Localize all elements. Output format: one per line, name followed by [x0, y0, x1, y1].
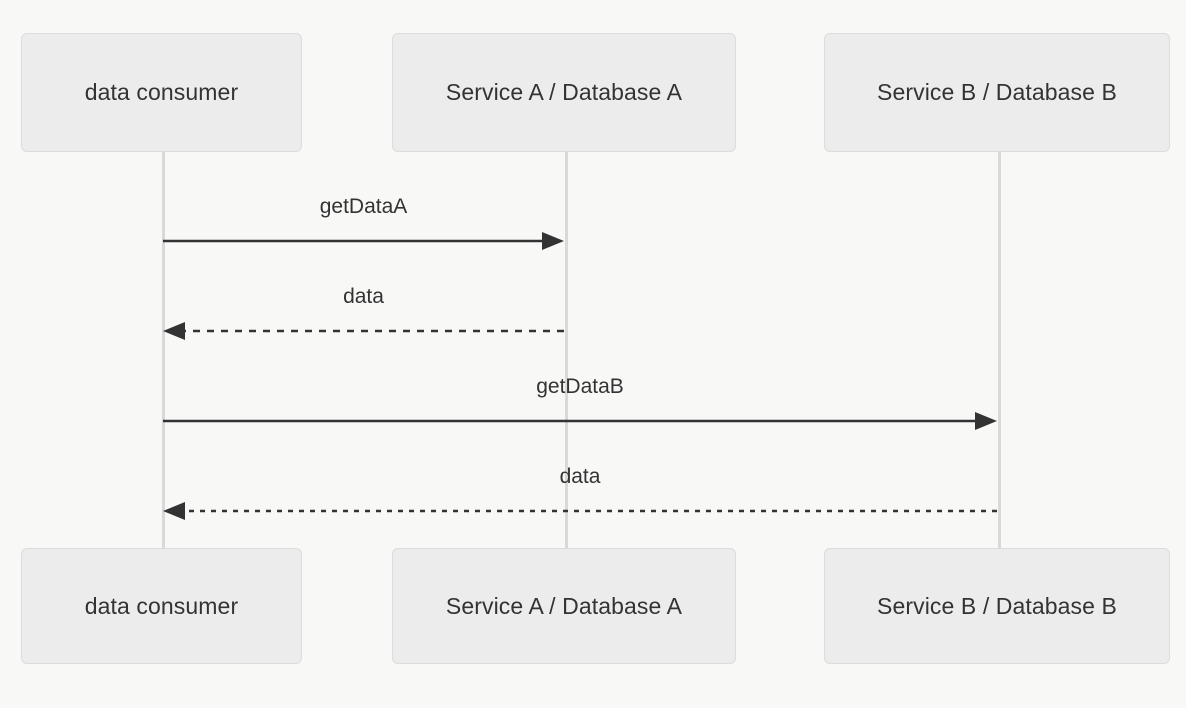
message-arrow-get-data-a [163, 232, 564, 250]
message-arrow-data-b-return [163, 502, 997, 520]
participant-label-bottom-data-consumer: data consumer [84, 592, 239, 619]
lifeline-service-b [998, 151, 1001, 551]
lifeline-data-consumer [162, 151, 165, 551]
message-arrow-get-data-b [163, 412, 997, 430]
participant-box-top-data-consumer[interactable]: data consumer [21, 33, 302, 152]
participant-label-service-b: Service B / Database B [877, 79, 1117, 105]
message-get-data-a[interactable]: getDataA [163, 195, 564, 250]
message-data-b-return[interactable]: data [163, 465, 997, 520]
participant-box-top-service-b[interactable]: Service B / Database B [824, 33, 1170, 152]
participant-box-bottom-service-b[interactable]: Service B / Database B [824, 548, 1170, 664]
participant-box-top-service-a[interactable]: Service A / Database A [392, 33, 736, 152]
participant-label-bottom-service-b: Service B / Database B [877, 592, 1117, 619]
participant-label-data-consumer: data consumer [84, 79, 239, 105]
participant-box-bottom-service-a[interactable]: Service A / Database A [392, 548, 736, 664]
message-data-a-return[interactable]: data [163, 285, 564, 340]
message-label-data-a-return: data [343, 285, 384, 308]
participant-box-bottom-data-consumer[interactable]: data consumer [21, 548, 302, 664]
message-label-get-data-b: getDataB [536, 375, 624, 398]
participant-label-bottom-service-a: Service A / Database A [445, 592, 683, 619]
message-arrow-data-a-return [163, 322, 564, 340]
lifeline-service-a [565, 151, 568, 551]
message-label-get-data-a: getDataA [319, 195, 408, 218]
participant-label-service-a: Service A / Database A [445, 79, 683, 105]
message-get-data-b[interactable]: getDataB [163, 375, 997, 430]
message-label-data-b-return: data [559, 465, 601, 488]
